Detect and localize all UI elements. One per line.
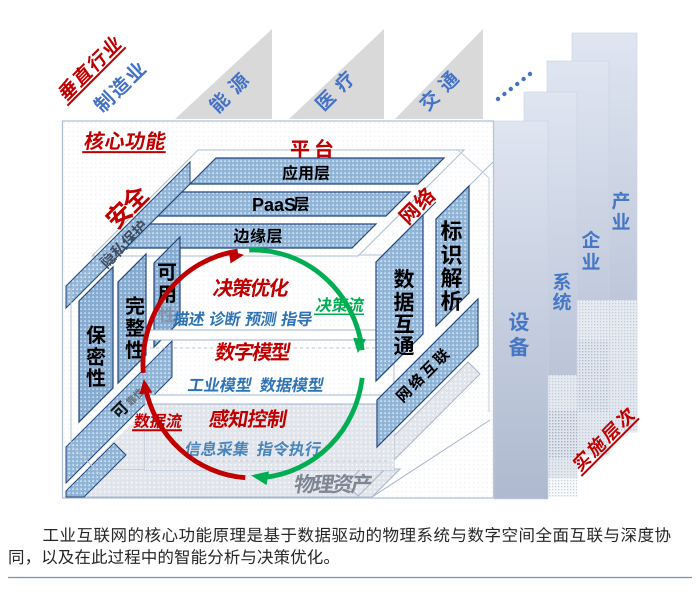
svg-text:PaaS: PaaS [252, 195, 296, 215]
